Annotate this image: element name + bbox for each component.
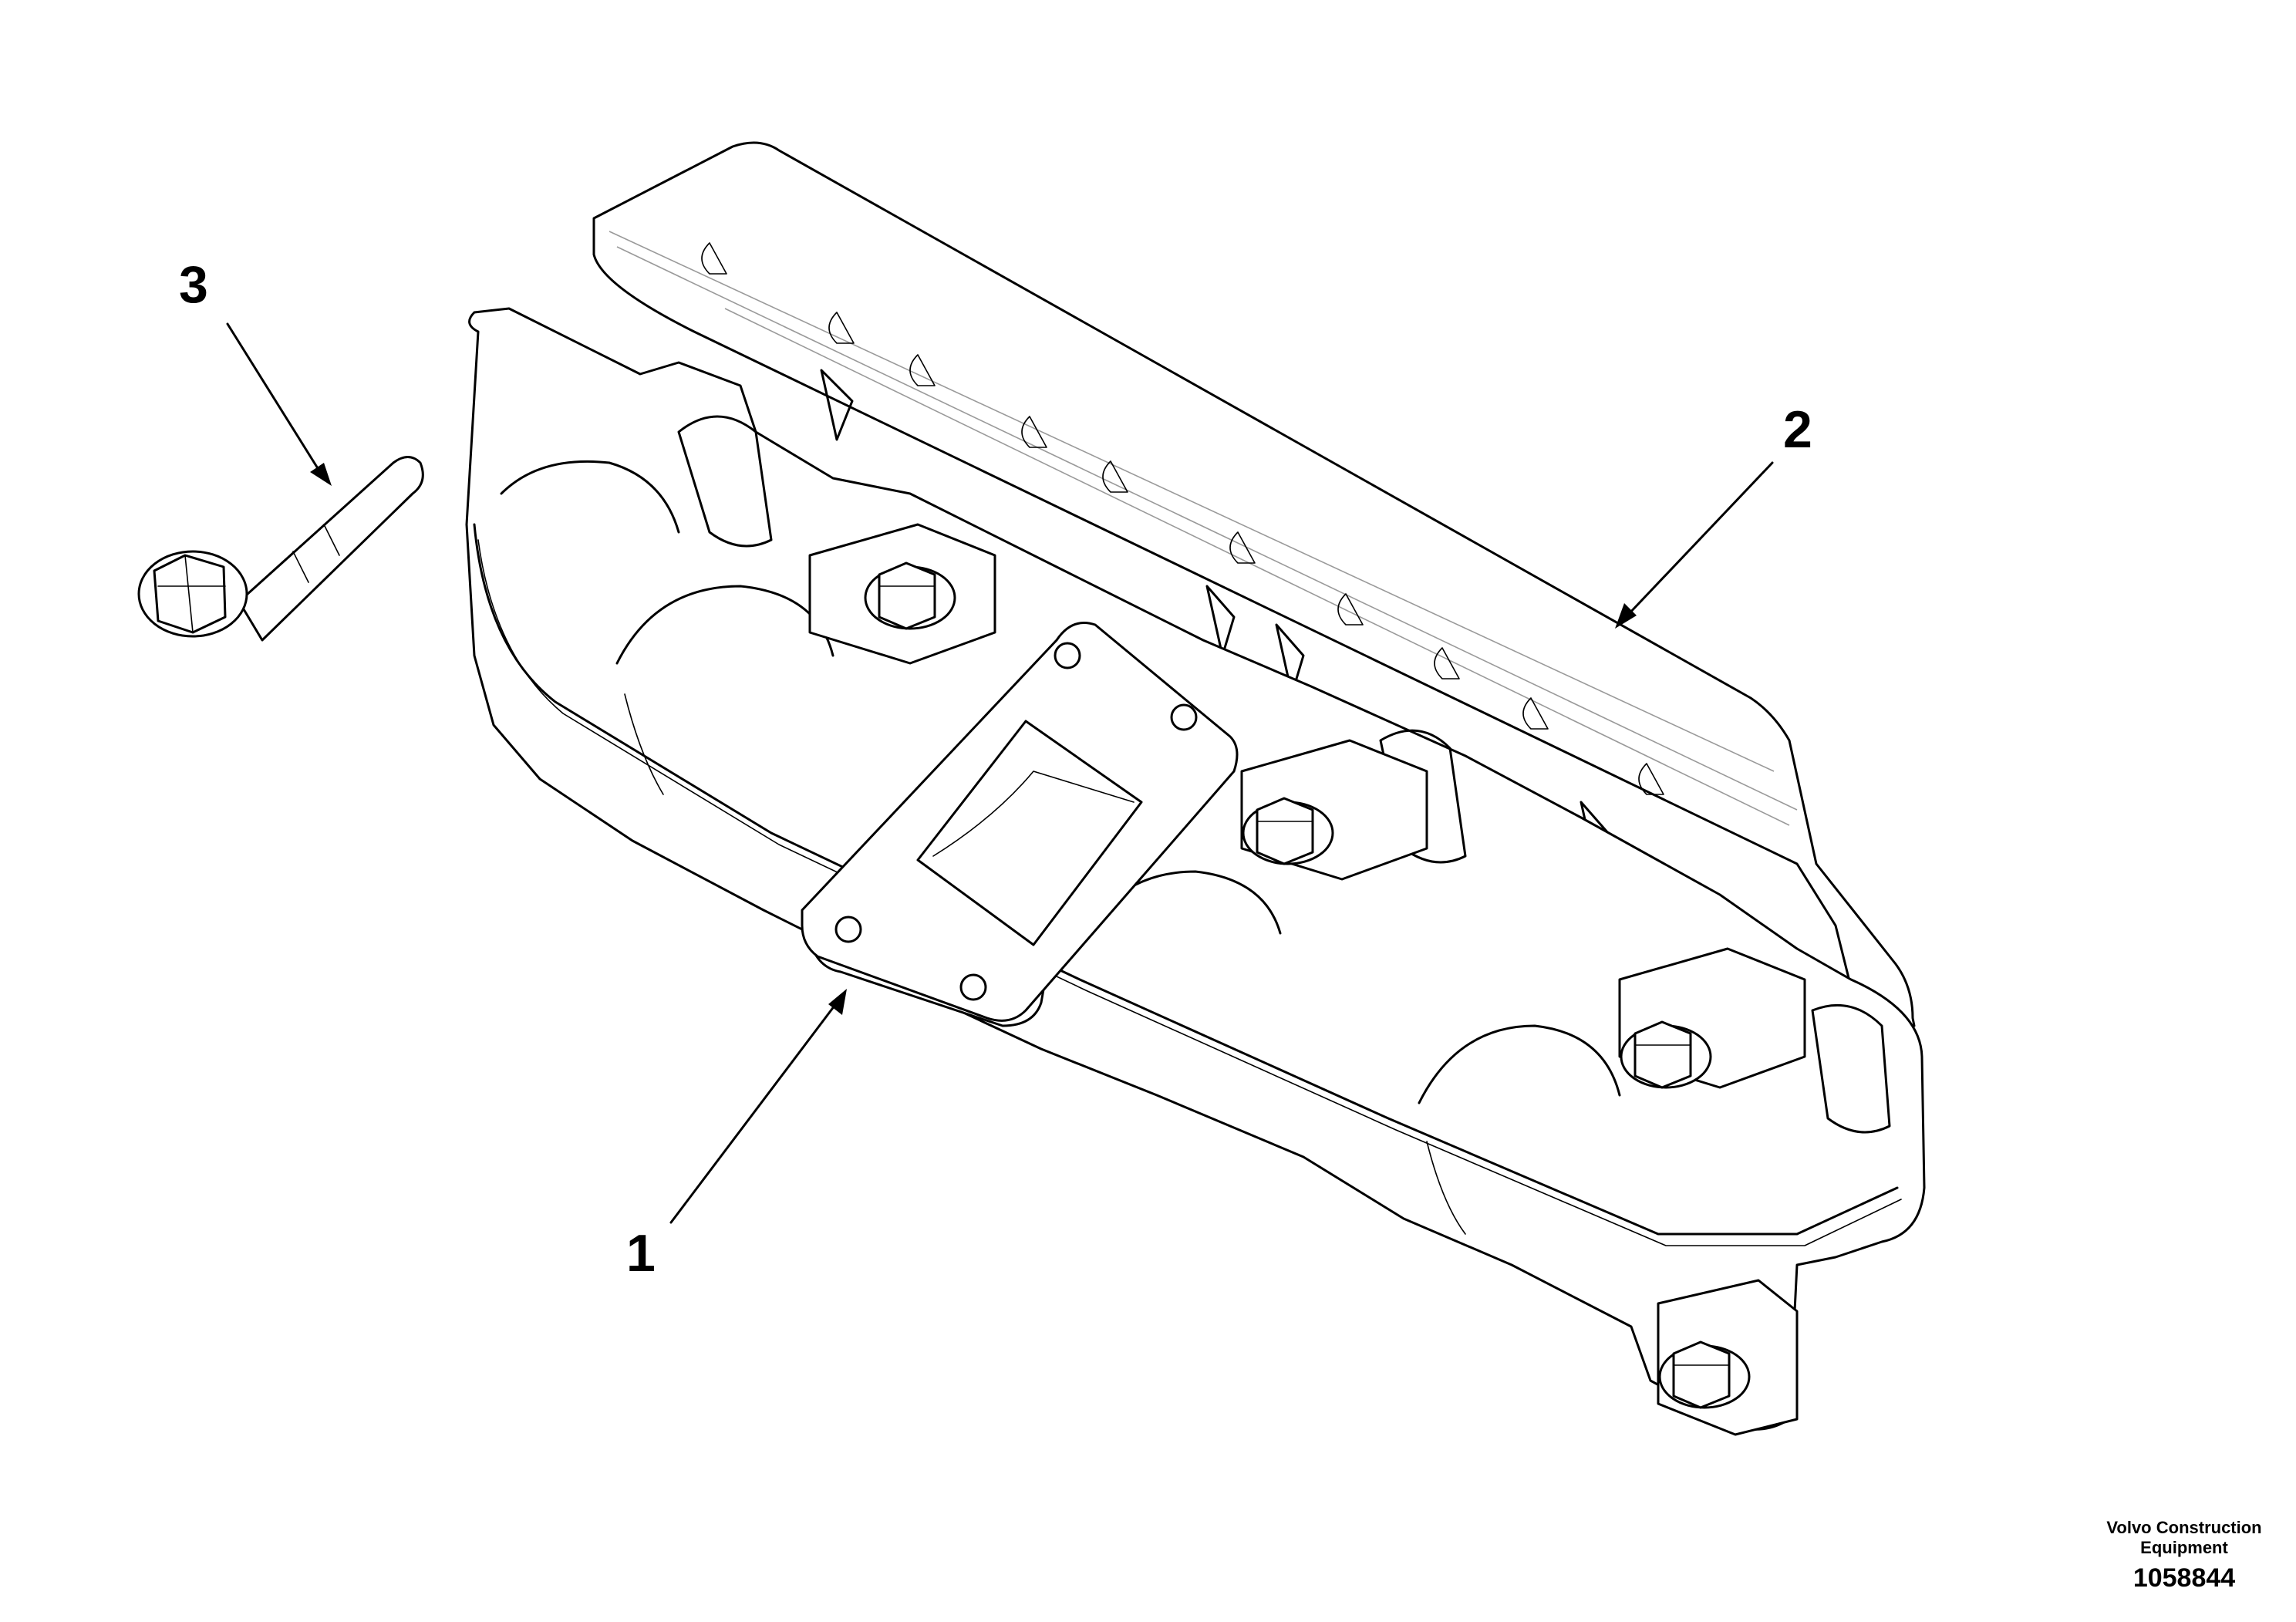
manifold-bolt-b <box>1242 797 1334 865</box>
callout-heat-shield: 2 <box>1783 400 1812 459</box>
leader-lines <box>226 322 1774 1224</box>
heat-shield-drawing <box>592 141 1916 1050</box>
callout-exhaust-manifold: 1 <box>626 1224 656 1283</box>
manifold-bolt-d <box>1658 1340 1751 1409</box>
drawing-number: 1058844 <box>2133 1563 2235 1593</box>
callout-bolt: 3 <box>179 255 208 314</box>
manifold-bolts <box>864 561 1751 1409</box>
manifold-bolt-c <box>1620 1020 1712 1089</box>
title-block: Volvo Construction Equipment 1058844 <box>2106 1518 2261 1593</box>
company-name-line2: Equipment <box>2140 1538 2228 1557</box>
manifold-bolt-a <box>864 561 956 630</box>
company-name-line1: Volvo Construction <box>2106 1518 2261 1537</box>
shield-slots <box>701 242 1664 795</box>
bolt-drawing <box>137 456 424 642</box>
